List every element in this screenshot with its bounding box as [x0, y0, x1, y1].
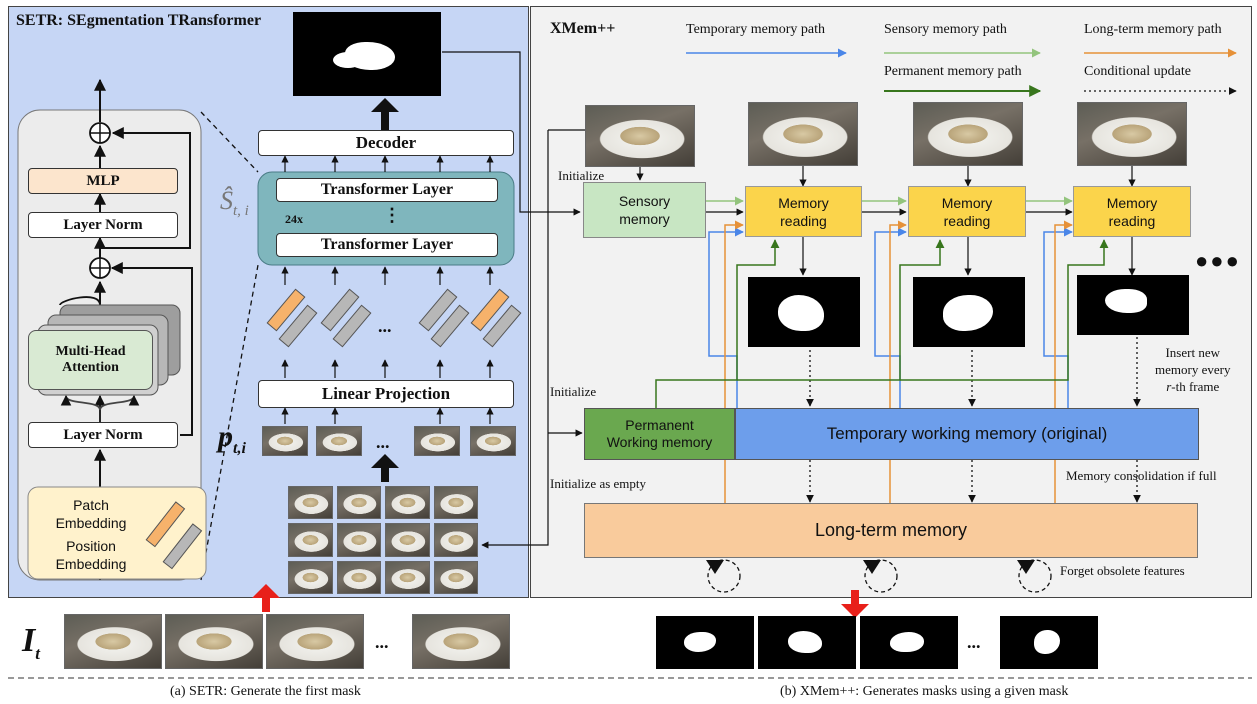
initialize-top-label: Initialize: [558, 168, 605, 183]
grid-cell: [336, 523, 381, 557]
input-frame-2: [165, 614, 263, 669]
patches-ellipsis: ...: [376, 432, 390, 452]
patch-embedding-bars: [266, 288, 522, 348]
pred-mask-3: [1077, 275, 1189, 335]
forget-circle-2: [864, 559, 898, 593]
grid-cell: [433, 486, 478, 520]
setr-title: SETR: SEgmentation TRansformer: [16, 12, 262, 29]
layer-norm-bottom: Layer Norm: [28, 422, 178, 448]
grid-cell: [336, 560, 381, 594]
multi-head-attention-box: Multi-Head Attention: [28, 330, 153, 390]
grid-cell: [433, 523, 478, 557]
caption-a: (a) SETR: Generate the first mask: [170, 684, 361, 699]
patch-3: [414, 426, 460, 456]
grid-cell: [385, 560, 430, 594]
mha-line2: Attention: [62, 360, 119, 375]
temporary-working-memory-box: Temporary working memory (original): [735, 408, 1199, 460]
position-embedding-label: Position Embedding: [55, 538, 127, 572]
s-hat-subscript: t, i: [233, 203, 249, 220]
insert-line2: memory every: [1155, 362, 1231, 377]
output-mask-3: [860, 616, 958, 669]
patch-ellipsis: ...: [378, 316, 392, 336]
forget-circle-1: [707, 559, 741, 593]
red-arrow-up: [252, 584, 280, 612]
input-frame-3: [266, 614, 364, 669]
frame-2: [913, 102, 1023, 166]
initialize-mid-label: Initialize: [550, 384, 597, 399]
initialize-empty-label: Initialize as empty: [550, 476, 647, 491]
permanent-line1: Permanent: [625, 417, 694, 433]
mha-line1: Multi-Head: [55, 344, 126, 359]
red-arrow-down: [841, 590, 869, 618]
frame-3: [1077, 102, 1187, 166]
frame-0: [585, 105, 695, 167]
i-label: It: [22, 622, 40, 664]
grid-cell: [288, 486, 333, 520]
permanent-working-memory-box: Permanent Working memory: [584, 408, 735, 460]
legend-longterm: Long-term memory path: [1084, 22, 1222, 37]
input-frame-4: [412, 614, 510, 669]
grid-cell: [288, 560, 333, 594]
output-mask-1: [656, 616, 754, 669]
p-subscript: t,i: [233, 440, 246, 457]
long-term-memory-box: Long-term memory: [584, 503, 1198, 558]
patch-2: [316, 426, 362, 456]
i-symbol: I: [22, 622, 36, 659]
repeat-label: 24x: [285, 212, 303, 226]
p-label: pt,i: [218, 420, 246, 458]
vdots: ⋮: [383, 205, 401, 225]
frame-1: [748, 102, 858, 166]
insert-memory-label: Insert new memory every r-th frame: [1155, 344, 1230, 395]
pred-mask-1: [748, 277, 860, 347]
embedding-box: [27, 486, 207, 580]
grid-cell: [385, 486, 430, 520]
forget-circle-3: [1018, 559, 1052, 593]
insert-r: r: [1166, 379, 1172, 394]
patch-1: [262, 426, 308, 456]
transformer-layer-top: Transformer Layer: [276, 178, 498, 202]
patch-4: [470, 426, 516, 456]
layer-norm-top: Layer Norm: [28, 212, 178, 238]
legend-conditional: Conditional update: [1084, 64, 1191, 79]
memory-reading-3: Memory reading: [1073, 186, 1191, 237]
decoder-box: Decoder: [258, 130, 514, 156]
legend-temporary: Temporary memory path: [686, 22, 825, 37]
caption-b: (b) XMem++: Generates masks using a give…: [780, 684, 1069, 699]
input-patch-grid: [288, 486, 478, 594]
setr-output-mask: [293, 12, 441, 96]
grid-cell: [385, 523, 430, 557]
memory-reading-1: Memory reading: [745, 186, 862, 237]
xmem-ellipsis: ●●●: [1195, 248, 1241, 273]
output-ellipsis: ...: [967, 632, 981, 652]
grid-cell: [336, 486, 381, 520]
consolidation-label: Memory consolidation if full: [1066, 468, 1217, 483]
insert-rest: -th frame: [1171, 379, 1220, 394]
legend-permanent: Permanent memory path: [884, 64, 1022, 79]
input-frame-1: [64, 614, 162, 669]
forget-label: Forget obsolete features: [1060, 563, 1185, 578]
insert-line1: Insert new: [1165, 345, 1220, 360]
input-ellipsis: ...: [375, 632, 389, 652]
insert-line3: r-th frame: [1155, 378, 1230, 395]
sensory-memory-box: Sensory memory: [583, 182, 706, 238]
mlp-box: MLP: [28, 168, 178, 194]
output-mask-2: [758, 616, 856, 669]
patch-embedding-label: Patch Embedding: [55, 497, 127, 531]
i-subscript: t: [35, 643, 40, 663]
s-hat-symbol: Ŝ: [220, 186, 233, 215]
memory-reading-2: Memory reading: [908, 186, 1026, 237]
grid-cell: [433, 560, 478, 594]
grid-cell: [288, 523, 333, 557]
linear-projection-box: Linear Projection: [258, 380, 514, 408]
transformer-layer-bottom: Transformer Layer: [276, 233, 498, 257]
legend-sensory: Sensory memory path: [884, 22, 1007, 37]
pred-mask-2: [913, 277, 1025, 347]
p-symbol: p: [218, 420, 233, 453]
xmem-title: XMem++: [550, 20, 616, 37]
s-hat-label: Ŝt, i: [220, 186, 249, 220]
permanent-line2: Working memory: [606, 434, 713, 450]
output-mask-4: [1000, 616, 1098, 669]
